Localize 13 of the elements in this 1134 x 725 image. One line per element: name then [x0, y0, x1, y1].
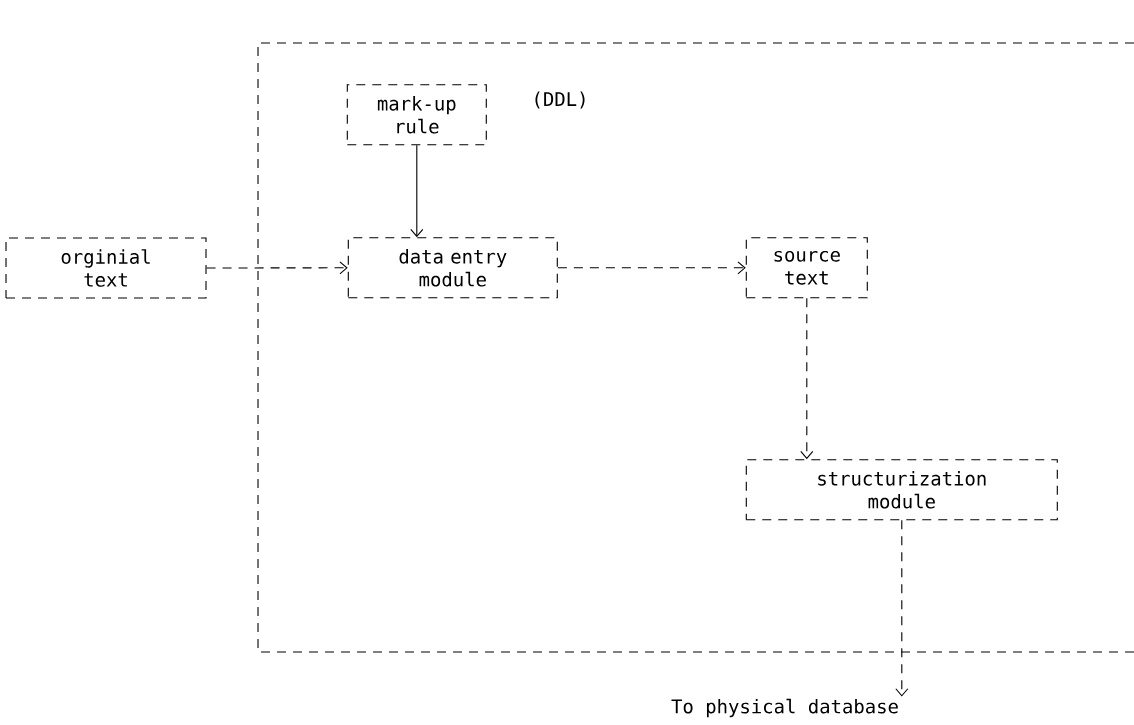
- module-box: mark-up rule: [346, 84, 487, 146]
- group-frame: [257, 42, 1134, 653]
- output-text: To physical database: [671, 698, 898, 718]
- arrow: [895, 519, 909, 697]
- arrow: [410, 144, 424, 238]
- module-box: structurization module: [745, 459, 1058, 521]
- arrow: [800, 297, 814, 460]
- note-label: (DDL): [535, 91, 585, 109]
- arrow: [206, 261, 348, 275]
- module-box: source text: [745, 237, 868, 299]
- module-box: data entry module: [347, 237, 558, 299]
- module-box: orginial text: [5, 237, 207, 299]
- arrow: [557, 261, 746, 275]
